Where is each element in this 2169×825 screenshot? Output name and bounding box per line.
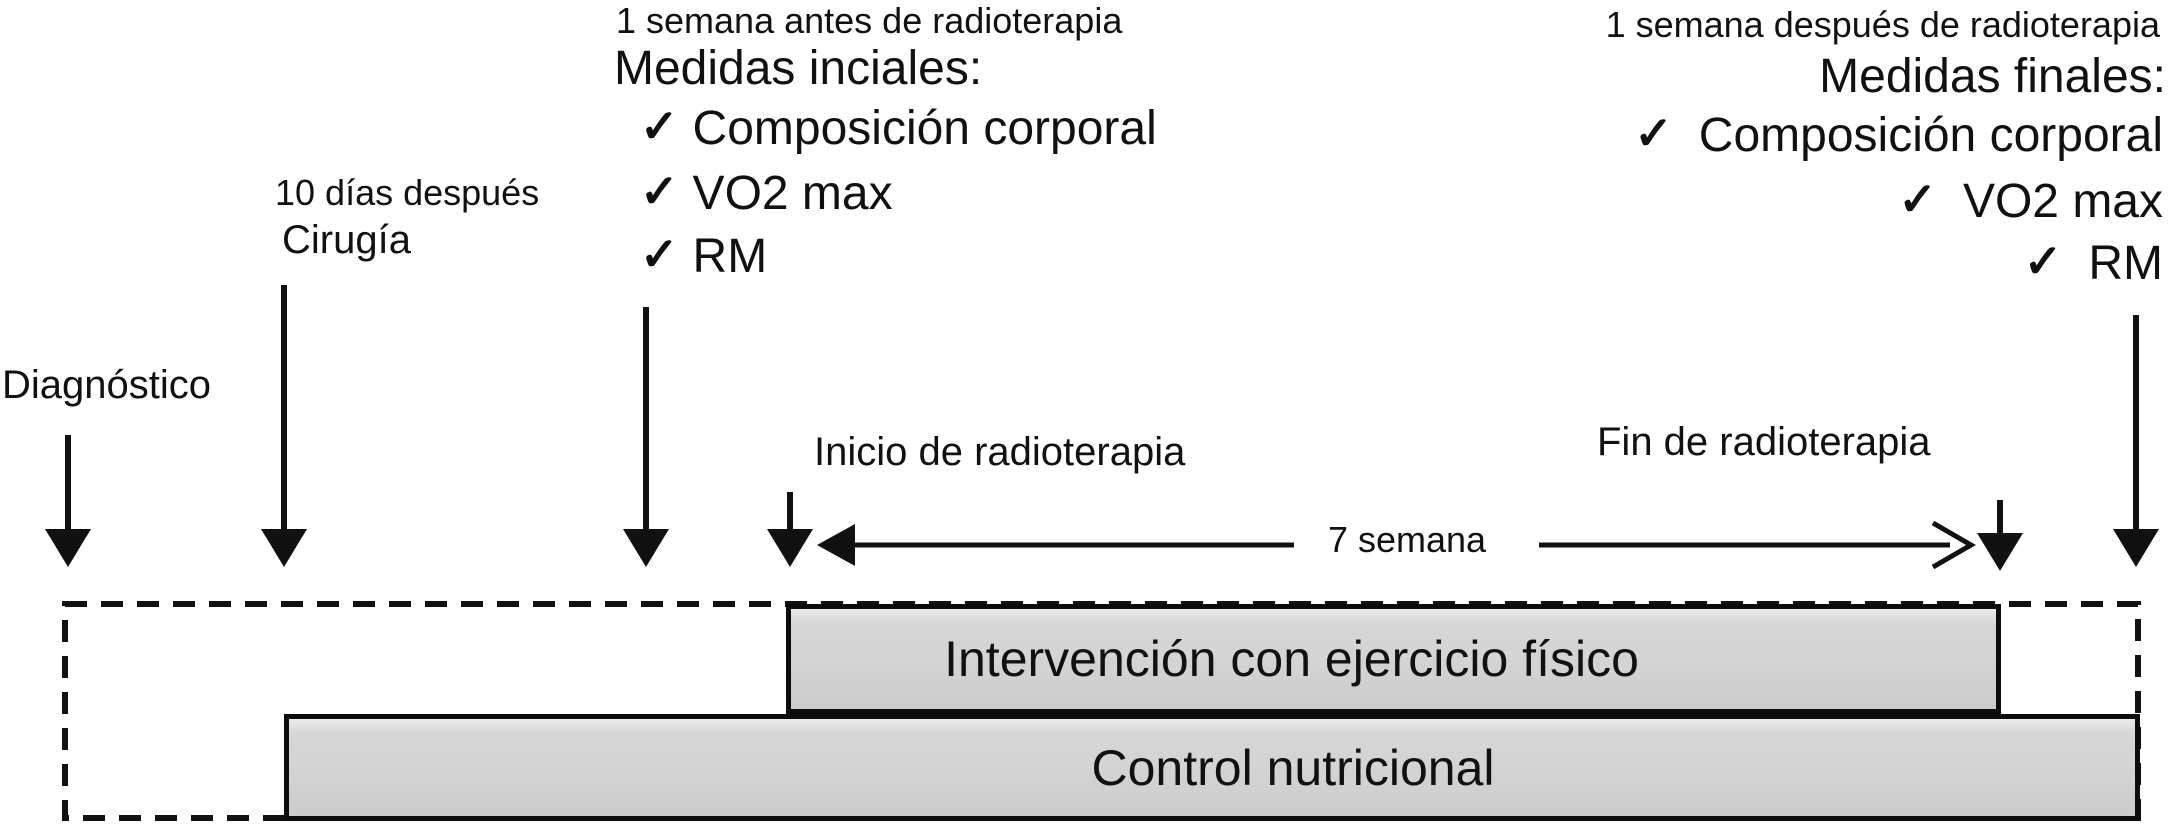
post-rt-measure-item: ✓ RM xyxy=(2024,236,2163,291)
check-icon: ✓ xyxy=(1898,173,1937,225)
pre-rt-measures-title: Medidas inciales: xyxy=(614,42,983,95)
pre-rt-item-label: VO2 max xyxy=(692,167,893,220)
post-rt-measure-item: ✓ VO2 max xyxy=(1898,174,2163,229)
post-rt-measure-item: ✓ Composición corporal xyxy=(1634,108,2163,163)
diagnostico-label: Diagnóstico xyxy=(2,363,212,407)
nutricion-control-bar: Control nutricional xyxy=(284,714,2140,821)
fin-radioterapia-label: Fin de radioterapia xyxy=(1597,420,1931,464)
inicio-radioterapia-arrow-icon xyxy=(767,492,813,567)
check-icon: ✓ xyxy=(640,100,679,152)
fin-radioterapia-arrow-icon xyxy=(1977,500,2023,571)
diagnostico-arrow-icon xyxy=(45,435,91,567)
check-icon: ✓ xyxy=(640,165,679,217)
radioterapia-duration-label: 7 semana xyxy=(1327,519,1487,560)
medidas-finales-arrow-icon xyxy=(2113,315,2159,567)
pre-rt-item-label: RM xyxy=(692,230,768,283)
cirugia-arrow-icon xyxy=(261,285,307,567)
pre-rt-timing-label: 1 semana antes de radioterapia xyxy=(616,0,1123,41)
pre-rt-item-label: Composición corporal xyxy=(692,102,1157,155)
nutricion-bar-label: Control nutricional xyxy=(1091,739,1495,796)
cirugia-timing-label: 10 días después xyxy=(275,172,540,213)
pre-rt-measure-item: ✓ Composición corporal xyxy=(640,101,1157,156)
radioterapia-duration-arrow-icon xyxy=(817,520,1976,570)
check-icon: ✓ xyxy=(2023,235,2063,287)
post-rt-item-label: VO2 max xyxy=(1962,175,2163,228)
medidas-iniciales-arrow-icon xyxy=(623,307,669,567)
pre-rt-measure-item: ✓ RM xyxy=(640,229,767,284)
post-rt-timing-label: 1 semana después de radioterapia xyxy=(1605,4,2160,45)
ejercicio-bar-label: Intervención con ejercicio físico xyxy=(944,631,1639,687)
inicio-radioterapia-label: Inicio de radioterapia xyxy=(814,430,1186,474)
post-rt-item-label: RM xyxy=(2088,237,2163,290)
check-icon: ✓ xyxy=(1634,107,1673,159)
cirugia-label: Cirugía xyxy=(282,218,411,262)
ejercicio-intervention-bar: Intervención con ejercicio físico xyxy=(786,604,2001,714)
check-icon: ✓ xyxy=(640,228,679,280)
post-rt-item-label: Composición corporal xyxy=(1698,109,2163,162)
pre-rt-measure-item: ✓ VO2 max xyxy=(640,166,893,221)
post-rt-measures-title: Medidas finales: xyxy=(1819,50,2166,103)
